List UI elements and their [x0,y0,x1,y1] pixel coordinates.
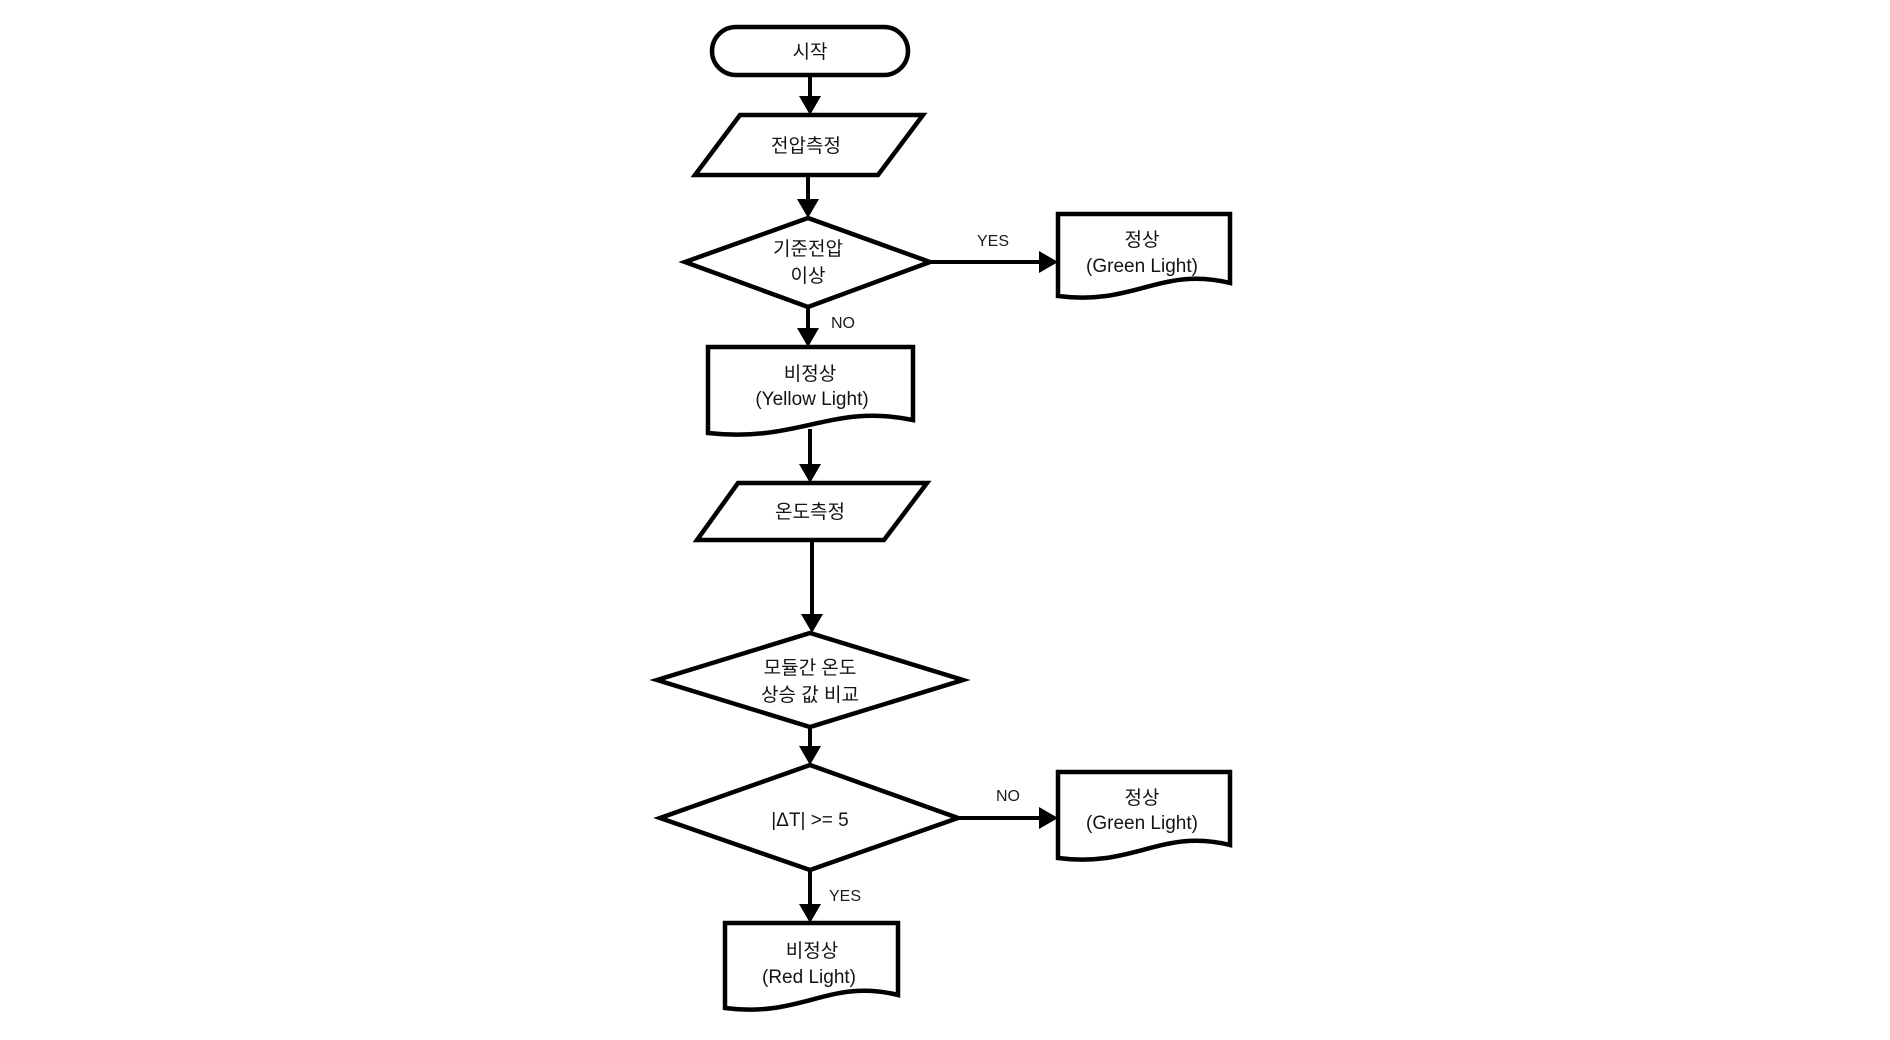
node-decision-module-temp-compare: 모듈간 온도 상승 값 비교 [649,630,971,730]
diamond-shape [649,630,971,730]
parallelogram-shape [692,480,932,543]
edge-no-to-doc-abnormal-yellow: NO [797,307,855,347]
decision-reference-voltage-line2: 이상 [791,265,826,287]
edge-measure-temperature-to-compare [801,540,823,633]
arrow-right-icon [1039,251,1058,273]
edge-label-no-top: NO [831,315,855,332]
doc-abnormal-red-line2: (Red Light) [762,967,856,988]
document-shape [705,344,916,437]
decision-module-temp-line1: 모듈간 온도 [764,657,857,679]
edge-compare-to-delta-t [799,727,821,765]
document-shape [1055,769,1233,862]
node-doc-abnormal-red: 비정상 (Red Light) [722,920,901,1012]
edge-label-yes-bottom: YES [829,888,861,905]
doc-abnormal-red-line1: 비정상 [786,940,838,962]
edge-yes-to-doc-abnormal-red: YES [799,870,861,923]
node-doc-abnormal-yellow: 비정상 (Yellow Light) [705,344,916,437]
edge-no-to-doc-normal-bottom: NO [958,788,1058,829]
edge-label-no-bottom: NO [996,788,1020,805]
node-start-label: 시작 [793,41,828,63]
doc-normal-top-line2: (Green Light) [1086,256,1198,277]
decision-reference-voltage-line1: 기준전압 [773,238,843,260]
arrow-down-icon [797,199,819,218]
doc-abnormal-yellow-line2: (Yellow Light) [755,389,868,410]
arrow-right-icon [1039,807,1058,829]
node-measure-voltage: 전압측정 [690,112,928,178]
node-measure-temperature: 온도측정 [692,480,932,543]
doc-abnormal-yellow-line1: 비정상 [784,363,836,385]
diamond-shape [678,215,937,310]
arrow-down-icon [799,96,821,115]
node-measure-temperature-label: 온도측정 [775,501,845,523]
doc-normal-top-line1: 정상 [1125,229,1160,251]
doc-normal-bottom-line1: 정상 [1125,787,1160,809]
edge-measure-voltage-to-decision [797,175,819,218]
arrow-down-icon [799,746,821,765]
node-doc-normal-bottom: 정상 (Green Light) [1055,769,1233,862]
edge-label-yes-top: YES [977,233,1009,250]
arrow-down-icon [797,328,819,347]
decision-delta-t-label: |ΔT| >= 5 [771,810,848,831]
document-shape [1055,211,1233,300]
node-doc-normal-top: 정상 (Green Light) [1055,211,1233,300]
node-decision-delta-t: |ΔT| >= 5 [653,762,965,873]
decision-module-temp-line2: 상승 값 비교 [761,684,859,706]
edge-yes-to-doc-normal-top: YES [930,233,1058,273]
arrow-down-icon [801,614,823,633]
node-decision-reference-voltage: 기준전압 이상 [678,215,937,310]
edge-yellow-to-measure-temperature [799,429,821,483]
parallelogram-shape [690,112,928,178]
arrow-down-icon [799,904,821,923]
document-shape [722,920,901,1012]
edge-start-to-measure-voltage [799,75,821,115]
node-measure-voltage-label: 전압측정 [771,135,841,157]
doc-normal-bottom-line2: (Green Light) [1086,813,1198,834]
arrow-down-icon [799,464,821,483]
node-start: 시작 [709,24,911,78]
